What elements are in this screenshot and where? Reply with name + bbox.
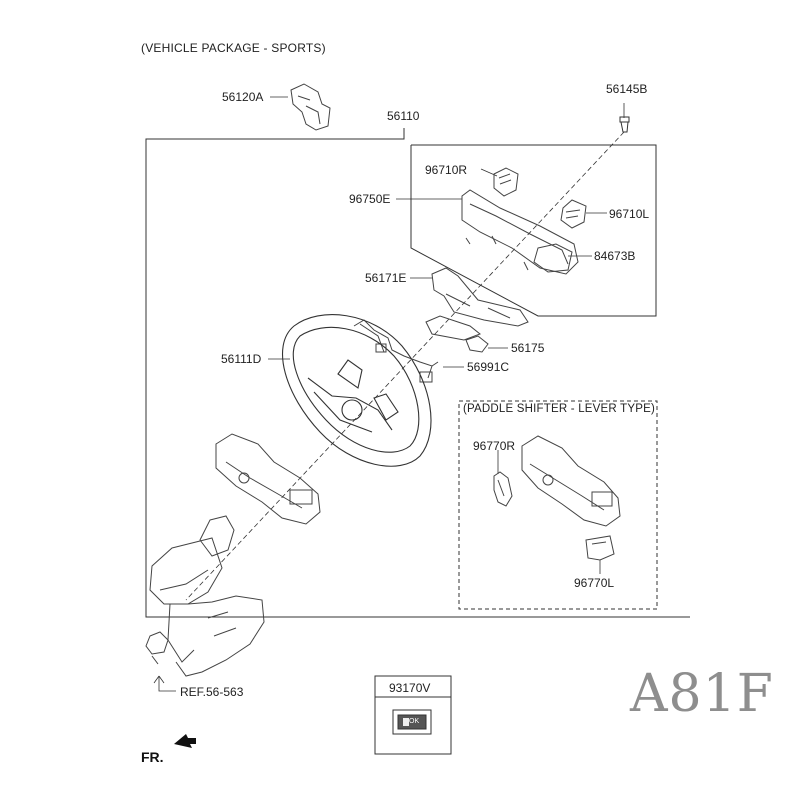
center-axis — [185, 131, 625, 601]
label-56991C: 56991C — [467, 360, 510, 374]
label-56120A: 56120A — [222, 90, 264, 104]
paddle-shifter-inset-box — [458, 400, 658, 610]
cover-part-84673B — [533, 243, 573, 273]
lower-cover-main — [215, 433, 321, 525]
label-96710L: 96710L — [609, 207, 650, 221]
front-arrow — [174, 734, 196, 748]
paddle-part-96770L — [585, 535, 615, 561]
wiring-harness-56991C — [353, 319, 439, 383]
label-96770L: 96770L — [574, 576, 615, 590]
bezel-part-96750E — [461, 189, 579, 275]
switch-part-93170V — [392, 709, 432, 735]
label-56110: 56110 — [387, 109, 420, 123]
steering-wheel-56111D — [281, 314, 432, 467]
switch-box — [374, 675, 452, 755]
package-title: (VEHICLE PACKAGE - SPORTS) — [141, 41, 326, 55]
steering-column — [145, 515, 265, 677]
bracket-part-56171E — [425, 267, 529, 341]
label-96770R: 96770R — [473, 439, 516, 453]
lower-cover-paddle — [521, 435, 621, 527]
watermark: A81F — [630, 664, 774, 724]
clip-part-56120A — [290, 83, 331, 131]
label-56171E: 56171E — [365, 271, 407, 285]
label-56175: 56175 — [511, 341, 545, 355]
switch-part-96710L — [560, 199, 587, 229]
assembly-frame — [145, 128, 670, 618]
label-96710R: 96710R — [425, 163, 468, 177]
switch-ok-key: OK — [409, 718, 420, 725]
label-56111D: 56111D — [221, 352, 262, 366]
bolt-part-56145B — [619, 116, 630, 133]
label-ref-56-563: REF.56-563 — [180, 685, 244, 699]
label-84673B: 84673B — [594, 249, 636, 263]
label-96750E: 96750E — [349, 192, 391, 206]
clip-part-56175 — [465, 335, 489, 353]
front-marker: FR. — [141, 749, 164, 765]
label-93170V: 93170V — [389, 681, 431, 695]
upper-subassembly-box — [410, 144, 657, 317]
switch-part-96710R — [493, 167, 519, 197]
paddle-part-96770R — [493, 471, 513, 507]
paddle-shifter-inset-title: (PADDLE SHIFTER - LEVER TYPE) — [463, 403, 655, 415]
label-56145B: 56145B — [606, 82, 648, 96]
